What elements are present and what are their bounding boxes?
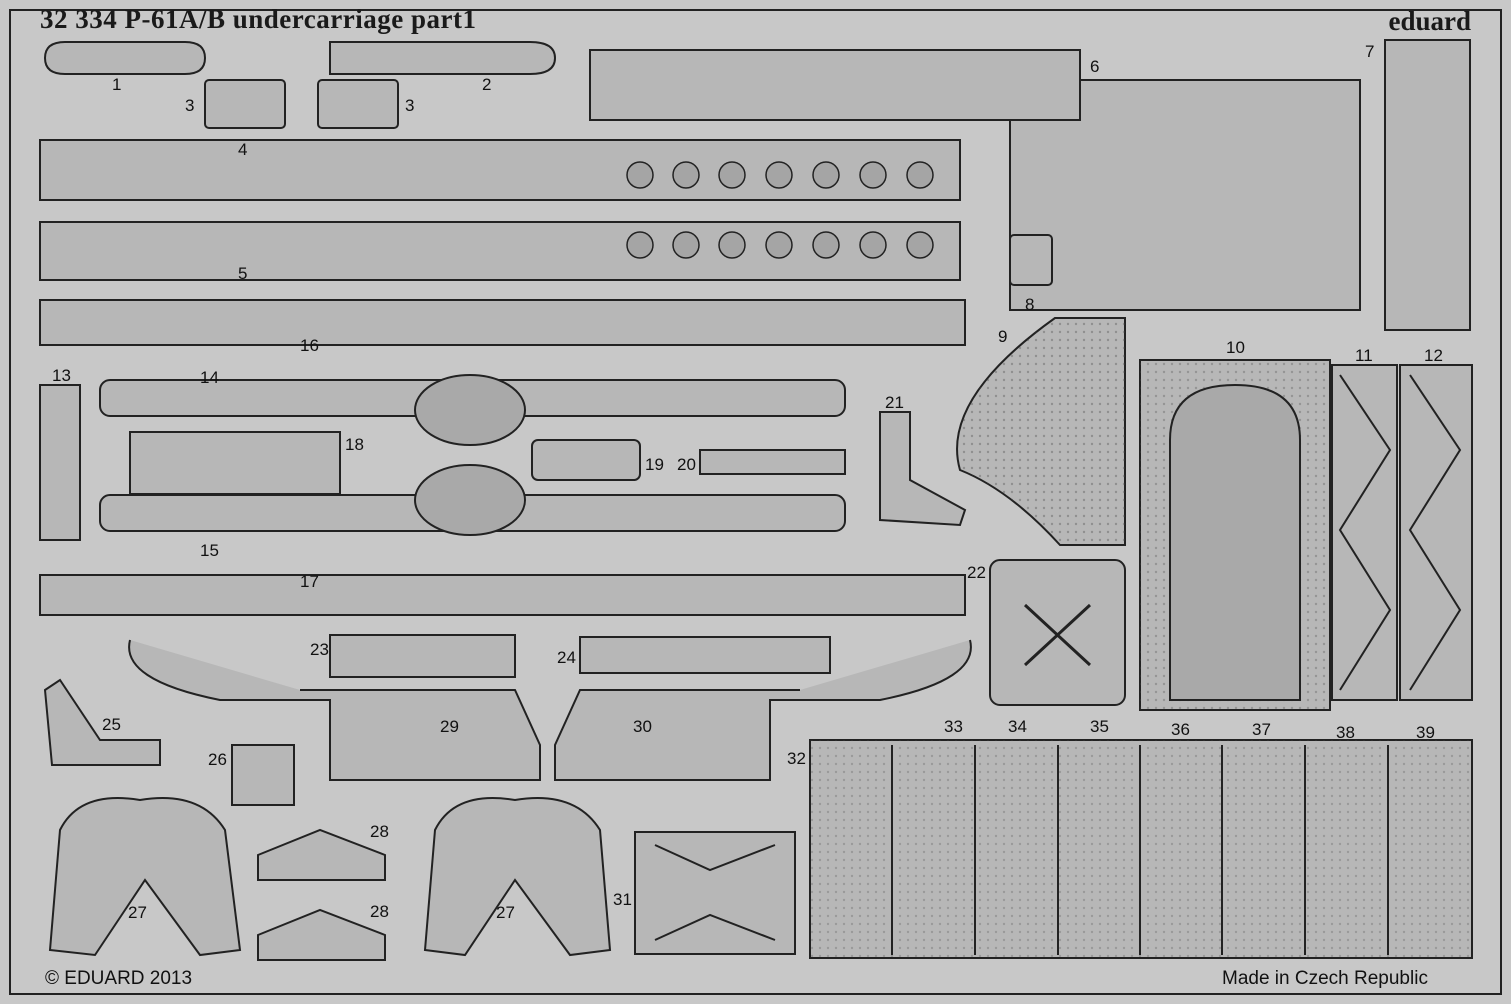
part-label: 27 [496,903,515,922]
part-label: 8 [1025,295,1035,314]
part-label: 2 [482,75,492,94]
part-28b [257,908,386,961]
part-label: 15 [200,541,219,560]
part-label: 23 [310,640,329,659]
part-label: 6 [1090,57,1100,76]
part-label: 33 [944,717,963,736]
part-1 [43,41,207,75]
part-24 [579,636,831,674]
part-label: 29 [440,717,459,736]
part-label: 12 [1424,346,1443,365]
part-11 [1331,364,1398,701]
part-label: 31 [613,890,632,909]
part-3b [317,79,399,129]
part-label: 24 [557,648,576,667]
copyright-text: © EDUARD 2013 [45,968,193,989]
part-label: 10 [1226,338,1245,357]
part-label: 19 [645,455,664,474]
part-label: 5 [238,264,248,283]
part-19 [531,439,641,481]
part-8 [1009,234,1053,286]
part-label: 36 [1171,720,1190,739]
part-30 [554,639,972,781]
part-label: 3 [185,96,195,115]
part-label: 16 [300,336,319,355]
part-13 [39,384,81,541]
part-4 [39,139,961,201]
part-label: 13 [52,366,71,385]
part-32-dividers [891,745,1389,955]
part-label: 20 [677,455,696,474]
part-3a [204,79,286,129]
part-label: 11 [1355,346,1373,365]
part-21 [879,411,967,527]
part-label: 17 [300,572,319,591]
part-16 [39,299,966,346]
part-label: 7 [1365,42,1375,61]
part-4-holes [626,161,934,259]
part-label: 9 [998,327,1008,346]
part-label: 34 [1008,717,1027,736]
part-label: 37 [1252,720,1271,739]
part-2 [329,41,557,75]
part-label: 28 [370,822,389,841]
part-17 [39,574,966,616]
part-31 [634,831,796,955]
part-20 [699,449,846,475]
part-label: 26 [208,750,227,769]
part-23 [329,634,516,678]
part-7 [1384,39,1471,331]
origin-text: Made in Czech Republic [1222,968,1428,989]
part-label: 14 [200,368,219,387]
part-label: 21 [885,393,904,412]
part-label: 22 [967,563,986,582]
part-label: 38 [1336,723,1355,742]
part-label: 25 [102,715,121,734]
part-label: 27 [128,903,147,922]
part-18 [129,431,341,495]
sheet-title: 32 334 P-61A/B undercarriage part1 [40,4,477,34]
part-label: 28 [370,902,389,921]
part-26 [231,744,295,806]
part-22 [989,559,1126,706]
part-27b [423,797,612,957]
part-27a [48,797,242,957]
part-label: 1 [112,75,122,94]
part-label: 18 [345,435,364,454]
part-28a [257,828,386,881]
part-label: 32 [787,749,806,768]
part-5 [39,221,961,281]
part-label: 3 [405,96,415,115]
part-label: 39 [1416,723,1435,742]
part-label: 35 [1090,717,1109,736]
part-label: 4 [238,140,248,159]
part-label: 30 [633,717,652,736]
brand-logo: eduard [1388,6,1471,36]
part-29 [128,639,541,781]
part-6-channel [589,49,1081,121]
part-25 [43,678,161,766]
